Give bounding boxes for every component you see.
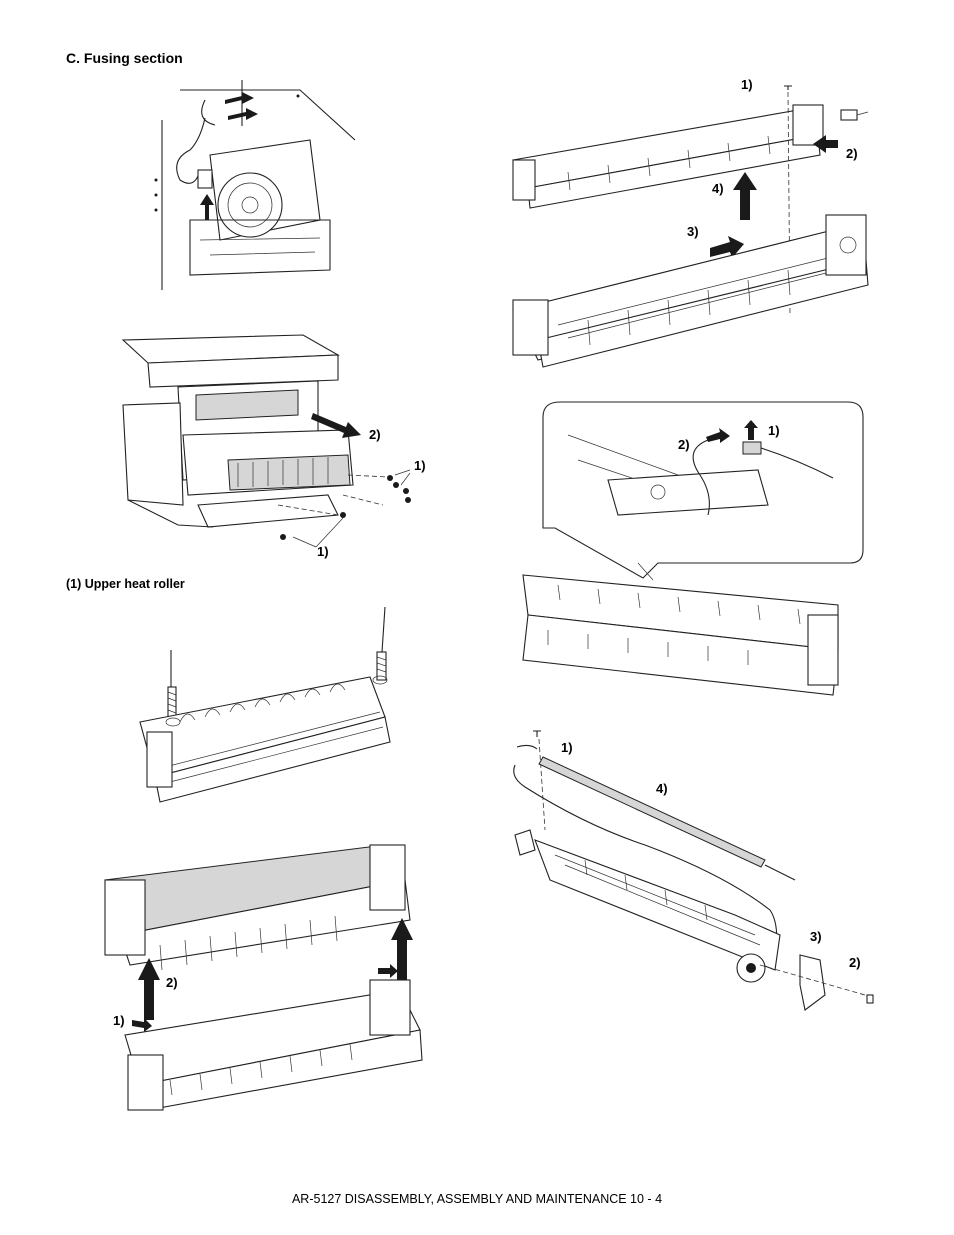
cover-step4-label: 4) xyxy=(712,181,724,196)
copier-step2-label: 2) xyxy=(369,427,381,442)
separation-step1-label: 1) xyxy=(113,1013,125,1028)
cover-step2-label: 2) xyxy=(846,146,858,161)
subsection-title: (1) Upper heat roller xyxy=(66,577,185,591)
heater-step4-label: 4) xyxy=(656,781,668,796)
heater-step3-label: 3) xyxy=(810,929,822,944)
separation-step2-label: 2) xyxy=(166,975,178,990)
copier-step1-bottom-label: 1) xyxy=(317,544,329,559)
copier-step1-right-label: 1) xyxy=(414,458,426,473)
detail-step1-label: 1) xyxy=(768,423,780,438)
fusing-unit-separation-illustration xyxy=(104,844,423,1111)
cover-step3-label: 3) xyxy=(687,224,699,239)
thermostat-connector-detail-illustration xyxy=(522,401,864,696)
section-title: C. Fusing section xyxy=(66,50,183,66)
heater-lamp-removal-illustration xyxy=(513,730,874,1011)
heater-step1-label: 1) xyxy=(561,740,573,755)
upper-cover-removal-illustration xyxy=(512,85,869,368)
fusing-unit-spring-screws-illustration xyxy=(139,606,391,803)
heater-step2-label: 2) xyxy=(849,955,861,970)
motor-connector-illustration xyxy=(154,80,356,290)
page-footer: AR-5127 DISASSEMBLY, ASSEMBLY AND MAINTE… xyxy=(291,1192,663,1206)
copier-fusing-unit-illustration xyxy=(121,334,411,548)
detail-step2-label: 2) xyxy=(678,437,690,452)
cover-step1-label: 1) xyxy=(741,77,753,92)
